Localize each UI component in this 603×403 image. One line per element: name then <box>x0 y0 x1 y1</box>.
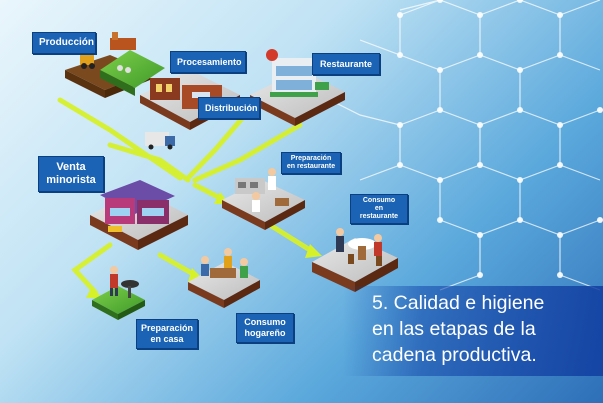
retail-store <box>90 180 188 250</box>
caption-title: 5. Calidad e higiene en las etapas de la… <box>372 290 602 368</box>
label-restaurante: Restaurante <box>312 53 380 75</box>
label-venta-minorista: Venta minorista <box>38 156 104 192</box>
label-consumo-hogareno: Consumo hogareño <box>236 313 294 343</box>
label-prep-rest-line2: en restaurante <box>286 163 336 170</box>
label-procesamiento: Procesamiento <box>170 51 246 73</box>
label-consumo-hog-line2: hogareño <box>244 328 286 338</box>
label-produccion: Producción <box>32 32 96 54</box>
caption-line2: en las etapas de la <box>372 318 536 340</box>
label-consumo-rest-line1: Consumo <box>362 197 396 204</box>
label-consumo-restaurante: Consumo en restaurante <box>350 194 408 224</box>
label-prep-rest-line1: Preparación <box>290 155 332 162</box>
label-venta-line1: Venta <box>56 161 86 173</box>
caption-line1: 5. Calidad e higiene <box>372 292 545 314</box>
restaurant-kitchen <box>222 168 305 230</box>
label-preparacion-casa: Preparación en casa <box>136 319 198 349</box>
label-distribucion: Distribución <box>198 97 260 119</box>
home-dining <box>188 248 260 308</box>
restaurant-dining <box>312 228 398 292</box>
flow-arrows <box>57 97 313 295</box>
home-grill <box>92 266 145 320</box>
label-prep-casa-line1: Preparación <box>141 323 194 333</box>
label-preparacion-restaurante: Preparación en restaurante <box>281 152 341 174</box>
label-consumo-hog-line1: Consumo <box>244 317 286 327</box>
label-venta-line2: minorista <box>46 174 96 186</box>
hexagon-nodes <box>397 0 603 278</box>
caption-band <box>343 286 603 376</box>
caption-line3: cadena productiva. <box>372 344 537 366</box>
label-consumo-rest-line2: en restaurante <box>359 205 399 220</box>
label-prep-casa-line2: en casa <box>150 334 184 344</box>
restaurant-building <box>250 49 345 126</box>
production-farm <box>65 32 165 98</box>
